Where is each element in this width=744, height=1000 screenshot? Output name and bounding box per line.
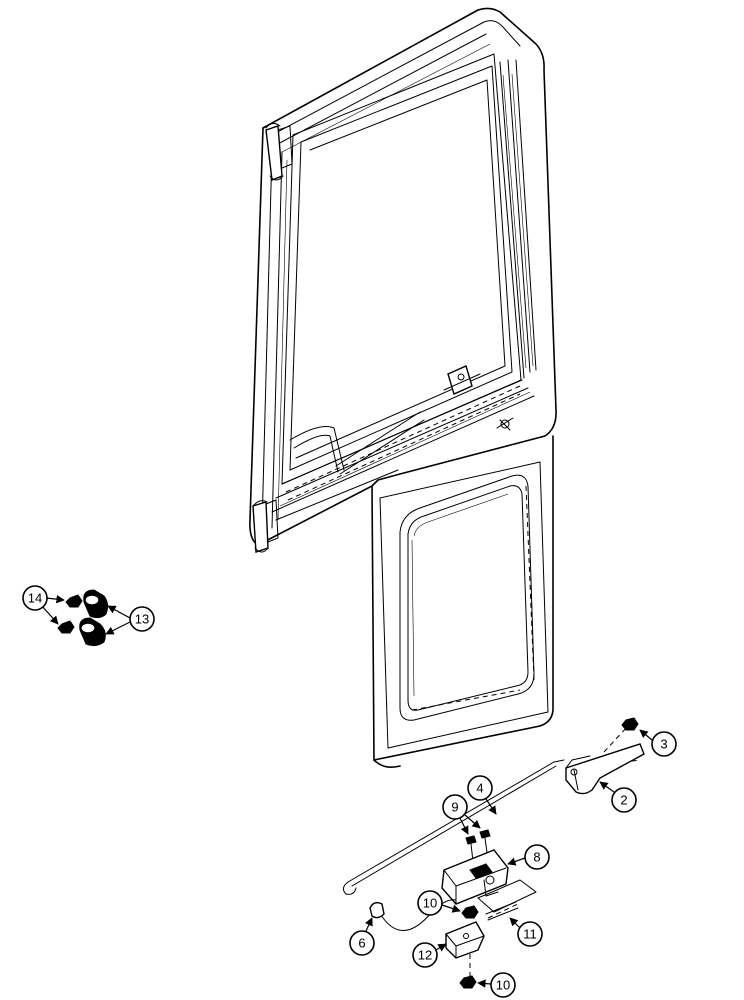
callout-12: 12 [412,942,447,968]
callout-9-label: 9 [451,800,458,815]
callout-9: 9 [442,794,481,835]
callout-10-upper-label: 10 [423,896,437,911]
callout-10-upper: 10 [417,890,461,916]
callout-3: 3 [639,729,677,757]
callout-12-label: 12 [418,948,432,963]
callout-14: 14 [22,585,48,611]
door-frame [249,7,557,768]
callout-13-label: 13 [135,612,149,627]
callout-13: 13 [129,606,155,632]
callout-10-lower: 10 [477,972,516,998]
callout-2: 2 [599,781,637,813]
callout-8: 8 [507,844,550,870]
callout-11-label: 11 [523,927,537,942]
callout-6-label: 6 [358,936,365,951]
callout-8-label: 8 [533,850,540,865]
callout-6: 6 [349,917,375,956]
callout-4-label: 4 [476,781,483,796]
callout-14-label: 14 [28,591,42,606]
callout-10-lower-label: 10 [496,978,510,993]
callout-2-label: 2 [620,793,627,808]
callout-11: 11 [509,917,543,947]
callout-4: 4 [467,775,497,815]
bumper-parts [41,589,131,647]
callout-3-label: 3 [660,737,667,752]
latch-assembly [342,717,645,989]
